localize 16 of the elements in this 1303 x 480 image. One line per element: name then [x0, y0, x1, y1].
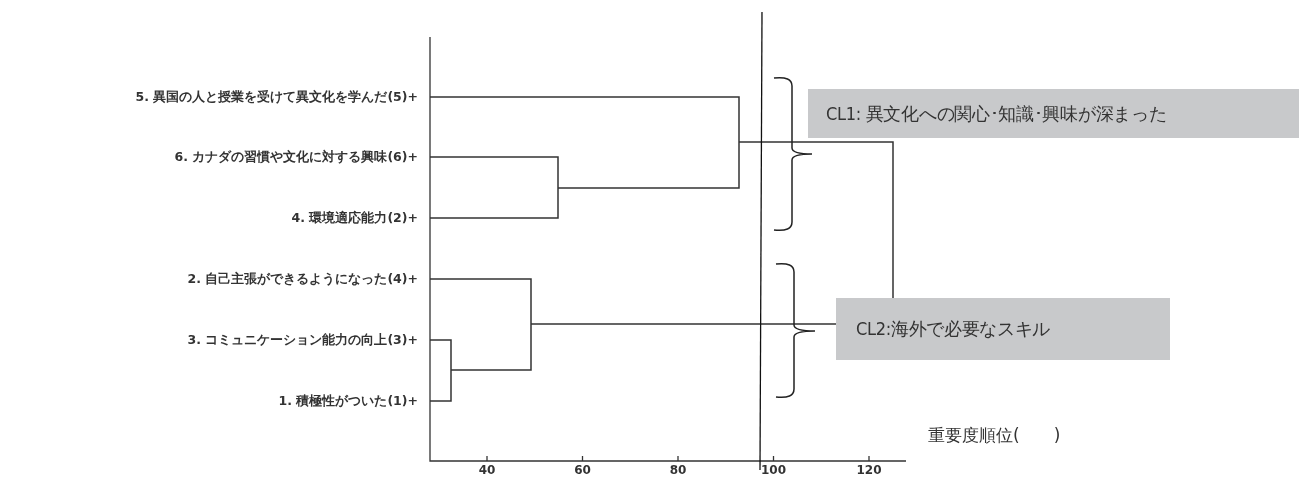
item-label: 4. 環境適応能力(2)+ — [291, 209, 418, 227]
item-label: 5. 異国の人と授業を受けて異文化を学んだ(5)+ — [135, 88, 418, 106]
item-label: 3. コミュニケーション能力の向上(3)+ — [187, 331, 418, 349]
item-label: 1. 積極性がついた(1)+ — [278, 392, 418, 410]
tick-label: 40 — [477, 463, 497, 477]
cluster-name: CL1: 異文化への関心･知識･興味が深まった — [826, 101, 1167, 126]
cluster-name: CL2:海外で必要なスキル — [856, 317, 1051, 341]
tick-label: 80 — [668, 463, 688, 477]
tick-label: 120 — [855, 463, 883, 477]
tick-label: 60 — [573, 463, 592, 477]
item-label: 6. カナダの習慣や文化に対する興味(6)+ — [174, 148, 418, 166]
item-label: 2. 自己主張ができるようになった(4)+ — [187, 270, 418, 288]
tick-label: 100 — [759, 463, 788, 477]
cluster-label-box — [808, 89, 1299, 138]
axis-title: 重要度順位( ) — [928, 424, 1061, 446]
cluster-label-box — [836, 298, 1170, 360]
